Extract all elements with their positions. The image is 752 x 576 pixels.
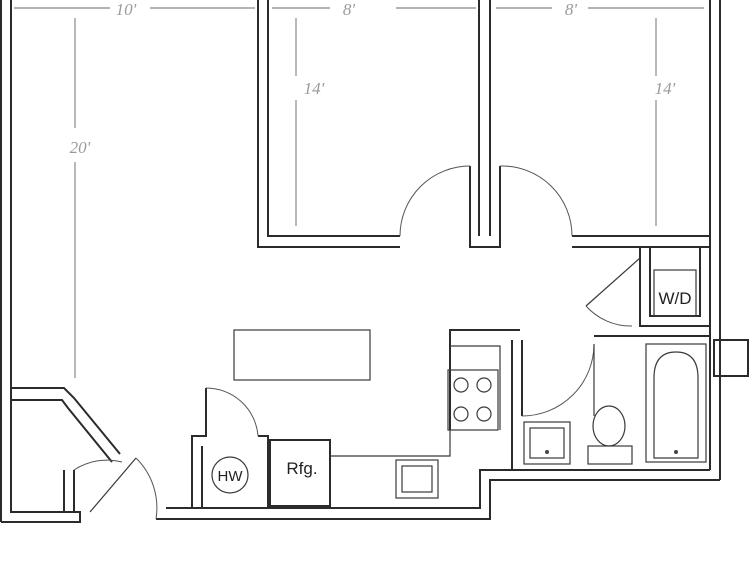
burner-1: [453, 377, 469, 393]
bedroom-divider-wall: [469, 166, 501, 248]
bedroom1-left-bottom-wall-inner: [267, 0, 400, 237]
living-depth-label: 20': [70, 138, 91, 157]
kitchen-lower-counter: [330, 430, 451, 457]
bath-door-swing: [521, 343, 595, 417]
bathtub-drain: [674, 450, 678, 454]
burner-4: [476, 406, 492, 422]
bedroom1-door-swing: [399, 165, 471, 237]
bottom-wall-inner: [166, 469, 710, 509]
entry-closet-wall-inner: [11, 399, 113, 463]
bedroom2-width-label: 8': [565, 0, 578, 19]
laundry-door-swing: [585, 305, 633, 327]
washer-dryer-label: W/D: [658, 289, 691, 308]
bedroom2-door-swing: [499, 165, 573, 237]
bedroom2-depth-label: 14': [655, 79, 676, 98]
bath-sink: [529, 427, 565, 459]
bedroom1-left-bottom-wall: [257, 0, 400, 248]
laundry-wall: [639, 247, 710, 327]
hw-door-swing: [205, 387, 259, 437]
toilet-bowl: [592, 405, 626, 447]
living-width-label: 10': [116, 0, 137, 19]
bottom-left-wall: [1, 388, 81, 523]
laundry-closet: W/D: [585, 247, 710, 327]
entry-door-swing: [135, 457, 158, 520]
bathtub: [645, 343, 707, 463]
kitchen: Rfg.: [233, 329, 520, 507]
kitchen-counter-wall: [449, 329, 520, 430]
bedroom1-width-label: 8': [343, 0, 356, 19]
kitchen-sink-basin: [401, 465, 433, 493]
hw-closet-left-wall: [191, 388, 207, 508]
water-heater-label: HW: [218, 468, 244, 485]
kitchen-island: [233, 329, 371, 381]
bath-sink-drain: [545, 450, 549, 454]
water-heater-closet: HW: [191, 387, 269, 508]
range: [447, 369, 499, 431]
kitchen-counter-inner: [450, 345, 501, 430]
burner-2: [476, 377, 492, 393]
bathtub-basin: [653, 351, 699, 459]
hw-closet-right-wall: [258, 435, 269, 508]
exterior-walls: [0, 0, 749, 523]
water-heater: [211, 456, 249, 494]
bath-vanity: [523, 421, 571, 465]
bathroom: [511, 335, 710, 470]
dimension-lines: 10' 20' 8' 14' 8' 14': [14, 0, 704, 378]
burner-3: [453, 406, 469, 422]
bottom-wall: [156, 479, 720, 520]
right-closet-box: [713, 339, 749, 377]
bedroom-2-walls: [572, 235, 710, 248]
refrigerator: [269, 439, 331, 507]
laundry-door: [585, 257, 641, 307]
refrigerator-label: Rfg.: [286, 459, 317, 478]
bedroom1-depth-label: 14': [304, 79, 325, 98]
toilet-tank: [587, 445, 633, 465]
entry-closet: [11, 387, 158, 520]
bedroom-doors: [399, 165, 573, 237]
kitchen-sink: [395, 459, 439, 499]
washer-dryer-box: [653, 269, 697, 317]
entry-door: [89, 457, 137, 513]
bedroom-1-walls: [257, 0, 501, 248]
closet-door-swing: [73, 459, 123, 471]
entry-closet-wall: [11, 387, 121, 455]
